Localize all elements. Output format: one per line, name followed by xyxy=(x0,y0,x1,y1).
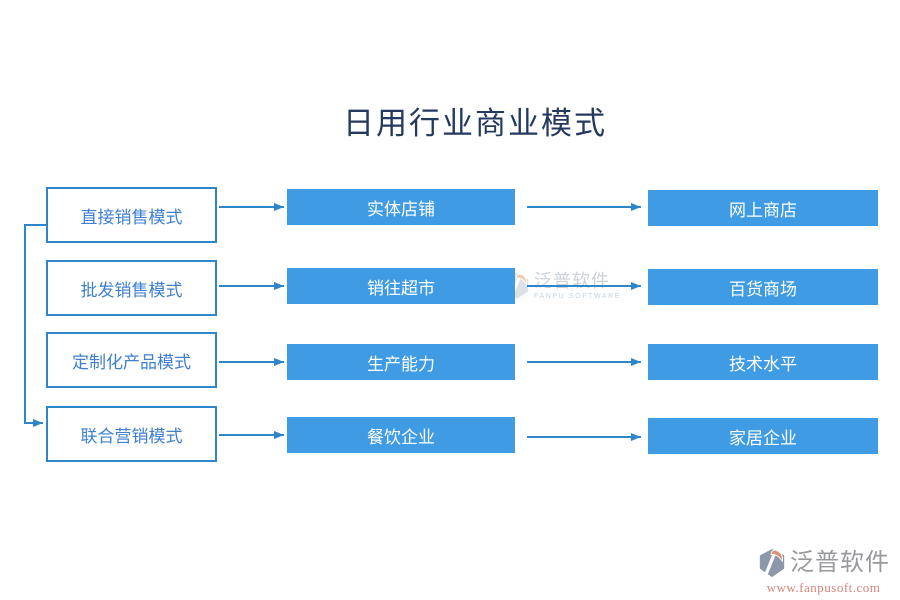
page-title: 日用行业商业模式 xyxy=(343,106,607,141)
node-direct-sales-model: 直接销售模式 xyxy=(46,187,217,243)
node-label: 餐饮企业 xyxy=(367,427,435,447)
node-home-furnishing-enterprise: 家居企业 xyxy=(648,418,878,454)
node-label: 网上商店 xyxy=(729,200,797,220)
footer-brand: 泛普软件 xyxy=(790,550,890,576)
node-label: 批发销售模式 xyxy=(80,280,183,300)
fanpu-logo-icon xyxy=(759,548,785,578)
footer-logo: 泛普软件 www.fanpusoft.com xyxy=(757,548,890,596)
node-wholesale-sales-model: 批发销售模式 xyxy=(46,260,217,316)
node-physical-store: 实体店铺 xyxy=(287,189,515,225)
node-production-capacity: 生产能力 xyxy=(287,344,515,380)
node-online-shop: 网上商店 xyxy=(648,190,878,226)
node-label: 联合营销模式 xyxy=(80,426,183,446)
node-label: 技术水平 xyxy=(729,354,797,374)
node-department-store: 百货商场 xyxy=(648,269,878,305)
node-customized-product-model: 定制化产品模式 xyxy=(46,332,217,388)
node-catering-enterprise: 餐饮企业 xyxy=(287,417,515,453)
node-joint-marketing-model: 联合营销模式 xyxy=(46,406,217,462)
footer-url: www.fanpusoft.com xyxy=(766,580,881,595)
node-label: 销往超市 xyxy=(367,278,435,298)
node-label: 家居企业 xyxy=(729,428,797,448)
node-label: 实体店铺 xyxy=(367,199,435,219)
node-label: 定制化产品模式 xyxy=(72,352,191,372)
watermark-subtitle: FANPU SOFTWARE xyxy=(534,293,622,300)
node-sell-to-supermarket: 销往超市 xyxy=(287,268,515,304)
bracket-box1-to-box4 xyxy=(24,224,46,427)
node-label: 百货商场 xyxy=(729,279,797,299)
node-label: 直接销售模式 xyxy=(80,207,183,227)
node-label: 生产能力 xyxy=(367,354,435,374)
node-technical-level: 技术水平 xyxy=(648,344,878,380)
